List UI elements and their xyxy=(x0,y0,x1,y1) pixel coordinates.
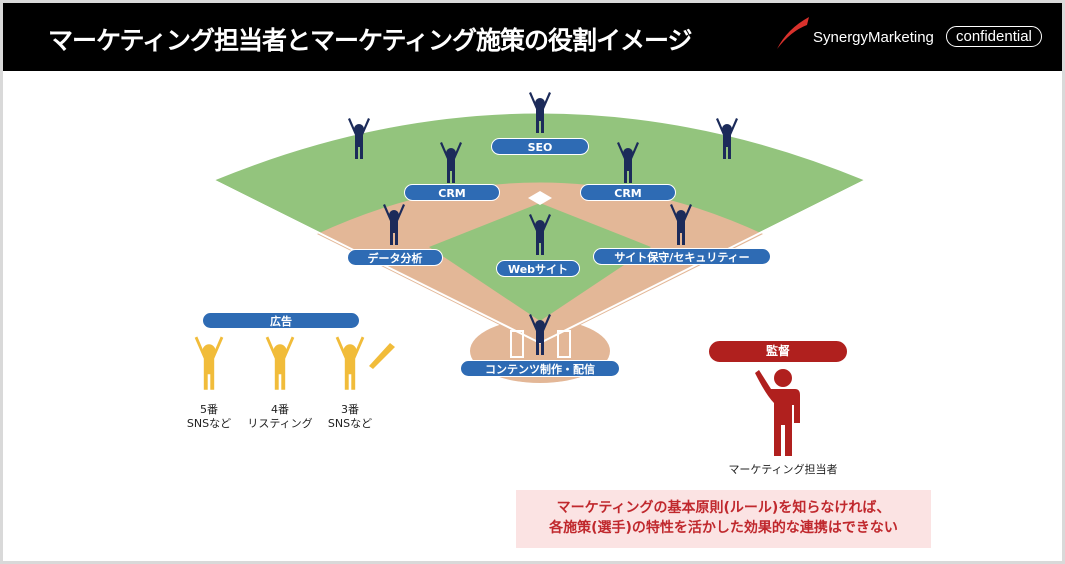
brand-name: SynergyMarketing xyxy=(813,29,934,46)
label-data-analysis: データ分析 xyxy=(347,249,443,266)
second-base xyxy=(528,191,552,205)
batter-4-icon xyxy=(265,336,295,390)
batter-3-role: SNSなど xyxy=(327,417,373,430)
batter-3-order: 3番 xyxy=(341,403,359,416)
header-bar: マーケティング担当者とマーケティング施策の役割イメージ SynergyMarke… xyxy=(3,3,1062,71)
label-ads: 広告 xyxy=(202,312,360,329)
confidential-badge: confidential xyxy=(946,26,1042,47)
batter-box-right xyxy=(557,330,571,358)
batter-4-role: リスティング xyxy=(247,417,313,430)
batter-box-left xyxy=(510,330,524,358)
label-crm-left: CRM xyxy=(404,184,500,201)
label-site-security: サイト保守/セキュリティー xyxy=(593,248,771,265)
manager-caption: マーケティング担当者 xyxy=(728,463,838,476)
baseball-field xyxy=(194,92,869,456)
batter-4-caption: 4番リスティング xyxy=(240,403,320,431)
key-message-line-2: 各施策(選手)の特性を活かした効果的な連携はできない xyxy=(549,520,898,536)
batter-4-order: 4番 xyxy=(271,403,289,416)
label-content: コンテンツ制作・配信 xyxy=(460,360,620,377)
batter-3-icon xyxy=(335,336,365,390)
key-message-box: マーケティングの基本原則(ルール)を知らなければ、 各施策(選手)の特性を活かし… xyxy=(516,490,931,548)
batter-5-icon xyxy=(194,336,224,390)
bat-icon xyxy=(369,343,395,369)
label-seo: SEO xyxy=(491,138,589,155)
batter-5-role: SNSなど xyxy=(186,417,232,430)
brand-logo-icon xyxy=(777,17,809,49)
manager-icon xyxy=(755,369,800,456)
slide: マーケティング担当者とマーケティング施策の役割イメージ SynergyMarke… xyxy=(3,3,1062,561)
label-manager: 監督 xyxy=(708,340,848,363)
batter-5-order: 5番 xyxy=(200,403,218,416)
page-title: マーケティング担当者とマーケティング施策の役割イメージ xyxy=(48,26,693,55)
label-crm-right: CRM xyxy=(580,184,676,201)
label-website: Webサイト xyxy=(496,260,580,277)
key-message-line-1: マーケティングの基本原則(ルール)を知らなければ、 xyxy=(556,500,891,516)
